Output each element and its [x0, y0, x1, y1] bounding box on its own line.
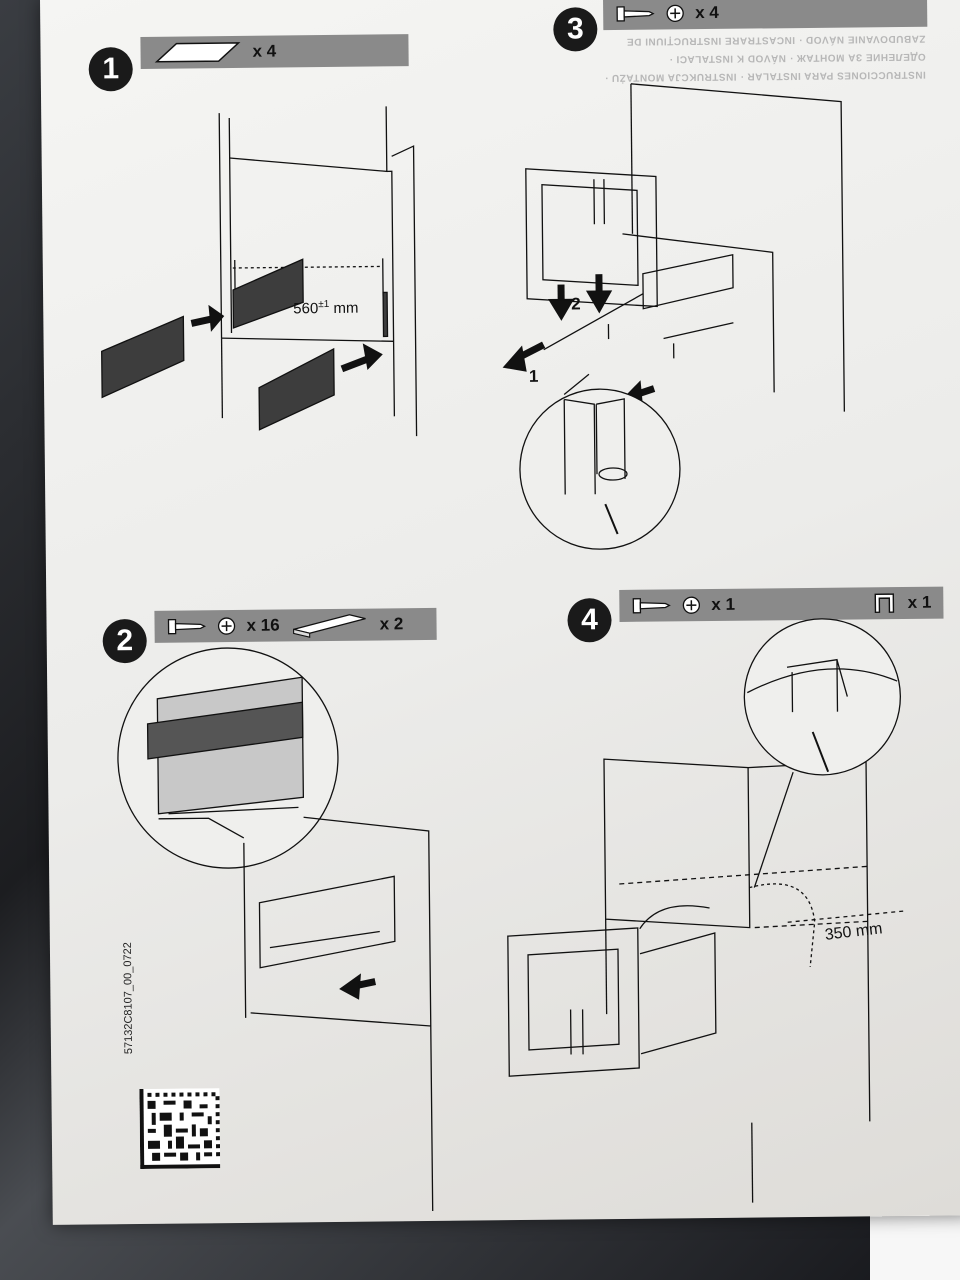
strip-loose-right — [258, 347, 335, 431]
dimension-value: 560 — [293, 300, 319, 318]
phillips-head-icon — [666, 4, 684, 22]
clip-icon — [874, 593, 895, 613]
dimension-tolerance: ±1 — [318, 298, 330, 311]
step-4-detail-circle — [743, 618, 901, 776]
step-3-parts-bar: x 4 — [603, 0, 928, 31]
strip-inner-left — [232, 258, 304, 329]
step-1-cabinet-drawing — [218, 106, 418, 437]
step-4-parts-bar: x 1 x 1 — [619, 586, 944, 622]
rail-icon — [293, 614, 366, 638]
bracket-strip-icon — [154, 42, 241, 63]
step-3-arrow-label-1: 1 — [528, 366, 539, 386]
screw-icon — [616, 6, 655, 22]
document-code: 57132C8107_00_0722 — [121, 942, 136, 1055]
step-3-cabinet-drawing — [525, 83, 846, 412]
strip-loose-left — [101, 315, 185, 399]
datamatrix-code — [139, 1088, 221, 1170]
step-4-cabinet-drawing — [507, 758, 905, 1203]
step-3-detail-circle — [519, 388, 681, 550]
screw-icon — [632, 598, 671, 614]
step-1-dimension-label: 560±1 mm — [293, 298, 359, 318]
step-2-cabinet-drawing — [158, 816, 434, 1211]
strip-right-wall — [382, 291, 389, 338]
phillips-head-icon — [682, 596, 701, 614]
assembly-drawings — [101, 83, 905, 1211]
screw-icon — [167, 618, 207, 635]
dimension-unit: mm — [333, 299, 359, 317]
phillips-head-icon — [217, 617, 236, 635]
step-2-parts-bar: x 16 x 2 — [154, 607, 437, 643]
step-3-arrow-label-2: 2 — [571, 294, 581, 314]
instruction-sheet: INSTRUCCIONES PARA INSTALAR · INSTRUKCJA… — [40, 0, 960, 1225]
step-1-parts-bar: x 4 — [140, 34, 409, 69]
